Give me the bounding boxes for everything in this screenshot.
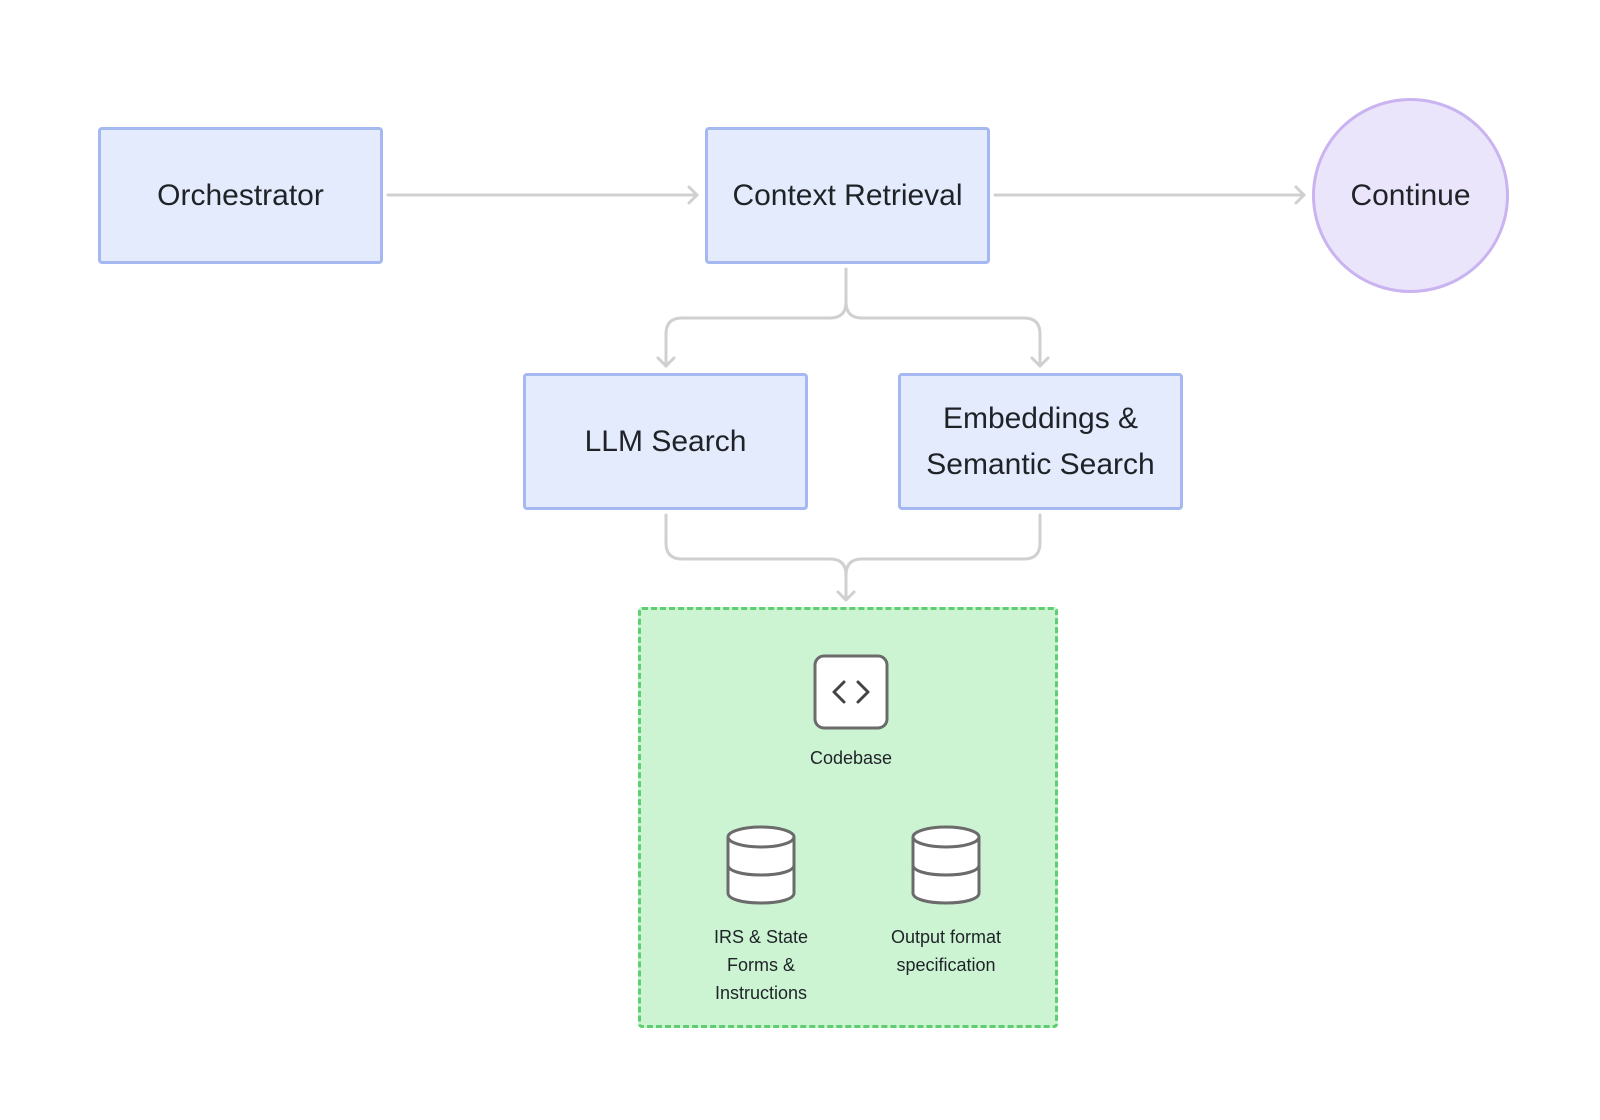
output-label-line-2: specification [896,955,996,975]
code-icon [813,654,889,730]
continue-label: Continue [1350,178,1471,212]
irs-label-line-3: Instructions [714,983,808,1003]
context-retrieval-node: Context Retrieval [705,127,990,264]
embeddings-label-line-2: Semantic Search [926,447,1155,481]
llm-search-node: LLM Search [523,373,808,510]
continue-node: Continue [1312,98,1509,293]
context-retrieval-label: Context Retrieval [732,178,963,212]
irs-state-forms-label: IRS & State Forms & Instructions [681,923,841,1007]
arrow-llm-search-to-sources [664,513,848,602]
llm-search-label: LLM Search [584,424,747,458]
irs-label-line-1: IRS & State [713,927,809,947]
arrow-context-retrieval-to-embeddings [844,300,1050,368]
context-sources-group: Codebase IRS & State Forms & Instruction… [638,607,1058,1028]
output-format-label: Output format specification [861,923,1031,979]
arrow-context-retrieval-to-continue [993,185,1306,205]
orchestrator-node: Orchestrator [98,127,383,264]
arrow-embeddings-to-sources [836,513,1042,602]
codebase-label: Codebase [809,748,893,768]
irs-state-forms-source: IRS & State Forms & Instructions [681,825,841,1007]
embeddings-label-line-1: Embeddings & [942,401,1139,435]
output-format-specification-source: Output format specification [861,825,1031,979]
irs-label-line-2: Forms & [726,955,795,975]
output-label-line-1: Output format [890,927,1002,947]
orchestrator-label: Orchestrator [157,178,324,212]
arrow-orchestrator-to-context-retrieval [386,185,699,205]
database-icon [726,825,796,905]
arrow-context-retrieval-to-llm-search [656,267,848,368]
codebase-source: Codebase [781,654,921,772]
embeddings-semantic-search-node: Embeddings & Semantic Search [898,373,1183,510]
database-icon [911,825,981,905]
